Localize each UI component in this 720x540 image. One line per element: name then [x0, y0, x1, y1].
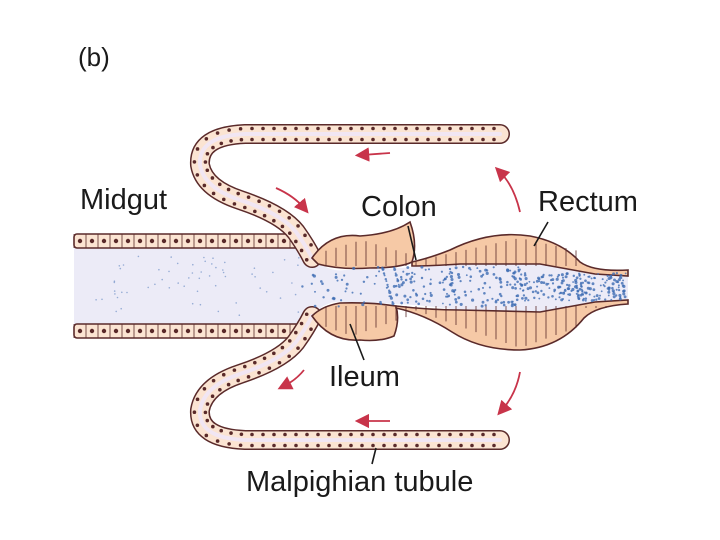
flow-arrow-lower-curve — [277, 369, 305, 390]
lumen-particles — [95, 255, 627, 317]
colon-label: Colon — [361, 191, 437, 223]
flow-arrow-upper-curve — [275, 187, 309, 214]
rectum-leader-line — [533, 221, 549, 247]
malpighian-leader-line — [371, 447, 377, 465]
ileum-wall-top — [310, 220, 416, 270]
rectum-wall-bottom — [395, 299, 629, 351]
rectum-label: Rectum — [538, 186, 638, 218]
hindgut-cell-boundaries — [325, 238, 607, 347]
midgut-cells — [73, 234, 311, 338]
midgut-label: Midgut — [80, 184, 168, 216]
ileum-label: Ileum — [329, 361, 400, 393]
upper-malpighian-tubule-lumen — [197, 132, 502, 260]
ileum-leader-line — [349, 323, 365, 361]
gut-lumen — [74, 248, 628, 324]
colon-leader-line — [407, 225, 417, 261]
malpighian-tubule-label: Malpighian tubule — [246, 466, 474, 498]
flow-arrow-rectum-top — [494, 166, 521, 213]
flow-arrow-upper-tubule — [354, 147, 391, 162]
panel-label: (b) — [78, 42, 110, 72]
lower-malpighian-tubule-lumen — [197, 314, 502, 442]
flow-arrow-rectum-bottom — [497, 371, 521, 416]
